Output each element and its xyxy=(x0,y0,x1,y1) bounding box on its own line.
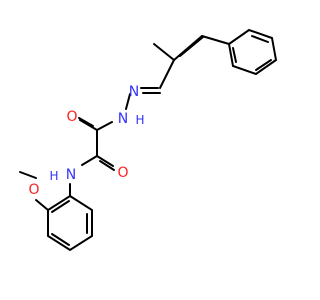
bond xyxy=(179,36,204,57)
atom-label-o-methoxy: O xyxy=(28,182,39,198)
bond xyxy=(19,171,37,179)
bond xyxy=(35,199,49,211)
bond xyxy=(96,155,114,167)
structure-canvas: N N H O O N H O xyxy=(19,28,278,252)
bond xyxy=(79,119,98,131)
bond xyxy=(99,160,115,171)
atom-label-o-carbonyl-1: O xyxy=(66,109,77,125)
bond xyxy=(125,93,131,110)
bond xyxy=(153,43,175,61)
bond xyxy=(81,155,98,166)
bond xyxy=(51,233,70,246)
bond xyxy=(232,47,237,63)
bond xyxy=(227,28,278,76)
bond xyxy=(251,35,269,43)
bond xyxy=(47,194,93,252)
bond xyxy=(201,35,230,45)
atom-label-n-imine: N xyxy=(129,84,139,100)
bond xyxy=(78,117,94,127)
atom-labels: N N H O O N H O xyxy=(28,84,144,198)
bond xyxy=(51,200,70,213)
atom-label-h-amide: H xyxy=(49,169,58,183)
molecule-structure: N N H O O N H O xyxy=(19,28,278,252)
atom-label-h-hydrazide: H xyxy=(135,113,144,127)
bond xyxy=(173,35,203,61)
atom-label-nh-hydrazide: N xyxy=(118,111,128,127)
atom-label-o-carbonyl-2: O xyxy=(117,165,128,181)
bonds xyxy=(19,28,278,252)
bond xyxy=(255,59,272,71)
bond xyxy=(96,121,113,131)
atom-label-nh-amide: N xyxy=(66,167,76,183)
bond xyxy=(159,59,175,89)
